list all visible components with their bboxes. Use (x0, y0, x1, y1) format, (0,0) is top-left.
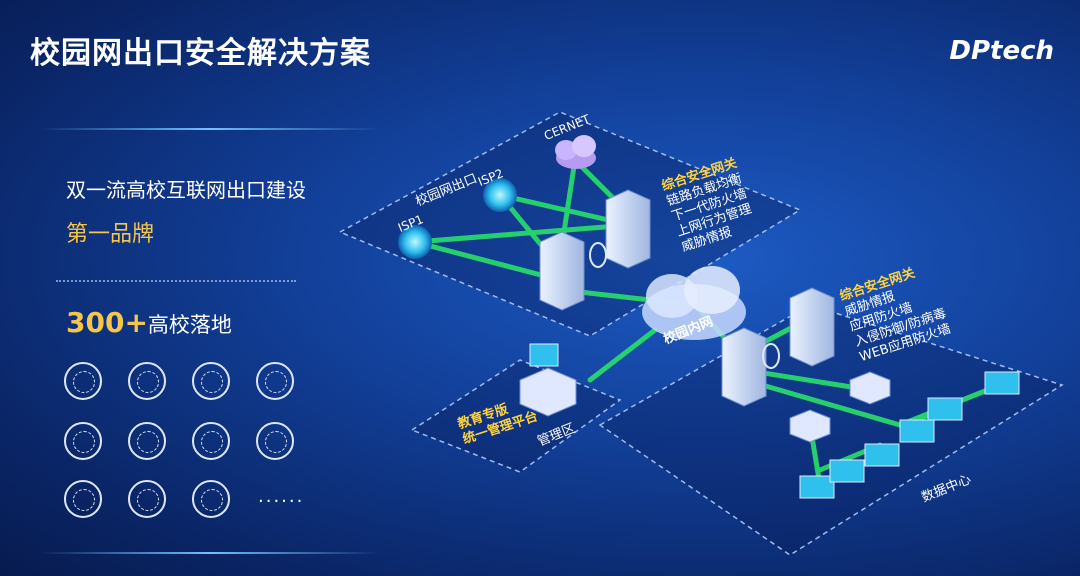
brand-highlight: 第一品牌 (66, 222, 155, 247)
university-seal-icon (192, 422, 230, 460)
university-seal-icon (64, 422, 102, 460)
divider-top (40, 128, 380, 130)
datacenter-racks (799, 371, 1020, 499)
count-number: 300+ (66, 306, 148, 339)
university-seal-icon (64, 480, 102, 518)
gateway2-server-icon (789, 287, 835, 367)
core-switch-server-icon (721, 327, 767, 407)
campus-cloud-icon (642, 266, 746, 340)
count-label: 高校落地 (147, 313, 232, 337)
university-seal-icon (128, 480, 166, 518)
university-seal-icon (256, 422, 294, 460)
page-title: 校园网出口安全解决方案 (30, 36, 371, 71)
university-seal-icon (128, 422, 166, 460)
switch-icon (789, 409, 831, 443)
zone-export-boundary (338, 111, 802, 337)
university-seal-icon (256, 362, 294, 400)
divider-bottom (40, 552, 380, 554)
gateway1-server-icon (539, 231, 585, 311)
isp1-globe-icon (398, 225, 432, 259)
university-seal-icon (128, 362, 166, 400)
brand-logo: DPtech (949, 36, 1054, 66)
zone-dc-boundary (598, 304, 1064, 556)
more-ellipsis: ...... (258, 486, 305, 507)
university-seal-icon (192, 362, 230, 400)
ring-icon (589, 242, 607, 268)
deployment-count: 300+高校落地 (66, 306, 232, 339)
cernet-cloud-icon (555, 135, 596, 169)
management-terminal-icon (519, 343, 577, 417)
isp2-globe-icon (483, 178, 517, 212)
gateway-server-icon (605, 189, 651, 269)
subtitle: 双一流高校互联网出口建设 (66, 178, 306, 202)
ring-icon (762, 343, 780, 369)
switch-icon (849, 371, 891, 405)
university-seal-icon (64, 362, 102, 400)
university-seal-icon (192, 480, 230, 518)
dotted-divider (56, 280, 296, 282)
